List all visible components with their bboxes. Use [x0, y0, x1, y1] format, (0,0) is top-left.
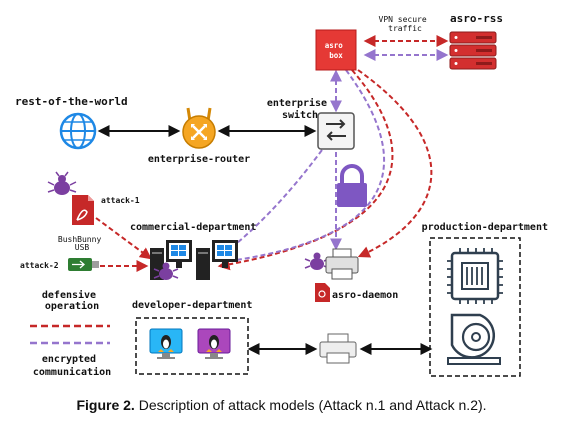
- attack-1-label: attack-1: [101, 196, 140, 205]
- legend: defensive operation encrypted communicat…: [30, 289, 111, 378]
- link-attack1-commercial: [95, 217, 152, 260]
- asro-rss-node[interactable]: asro-rss: [449, 12, 503, 70]
- asro-box-line2: box: [329, 51, 343, 60]
- lock-icon: [337, 164, 367, 207]
- asro-box-node[interactable]: asro box: [315, 29, 357, 71]
- usb-icon: [68, 258, 99, 271]
- enterprise-router-node[interactable]: enterprise-router: [148, 107, 250, 165]
- bushbunny-label: BushBunny USB: [58, 235, 106, 252]
- asro-daemon-label: asro-daemon: [332, 290, 398, 301]
- asro-box-line1: asro: [325, 41, 344, 50]
- legend-defensive-label: defensive operation: [42, 289, 102, 312]
- linux-monitor-icon: [149, 328, 183, 359]
- router-label: enterprise-router: [148, 153, 250, 165]
- commercial-computers[interactable]: [150, 240, 238, 280]
- production-department-label: production-department: [422, 221, 548, 233]
- computer-icon: [150, 240, 192, 280]
- printer-icon: [325, 248, 359, 280]
- pdf-file-icon: [72, 195, 94, 225]
- link-box-commercial-purple: [221, 69, 386, 263]
- legend-encrypted-label: encrypted communication: [33, 354, 111, 378]
- asro-daemon-node[interactable]: asro-daemon: [304, 248, 398, 302]
- rest-of-world-node[interactable]: rest-of-the-world: [15, 95, 128, 150]
- production-department-frame: [429, 237, 521, 377]
- asro-box-label: asro box: [325, 41, 348, 60]
- attack-2-node[interactable]: BushBunny USB attack-2: [20, 235, 106, 271]
- router-icon: [182, 107, 216, 149]
- bug-icon: [47, 171, 77, 195]
- enterprise-switch-node[interactable]: enterprise switch: [267, 97, 355, 150]
- link-box-daemon-red: [357, 69, 433, 258]
- link-box-commercial-red: [217, 69, 394, 271]
- developer-department-frame: [135, 317, 249, 375]
- asro-rss-label: asro-rss: [450, 12, 503, 25]
- attack-1-node[interactable]: attack-1: [47, 171, 140, 225]
- figure-caption: Figure 2. Description of attack models (…: [0, 397, 563, 413]
- daemon-file-icon: [315, 283, 330, 302]
- developer-department-node[interactable]: developer-department: [132, 300, 252, 375]
- caption-text: Description of attack models (Attack n.1…: [134, 397, 487, 413]
- computer-icon: [196, 240, 238, 280]
- commercial-department-label: commercial-department: [130, 221, 256, 233]
- attack-2-label: attack-2: [20, 261, 59, 270]
- bug-icon: [304, 252, 330, 270]
- cpu-chip-icon: [447, 248, 503, 304]
- bug-icon: [153, 262, 179, 280]
- rest-of-world-label: rest-of-the-world: [15, 95, 128, 108]
- globe-icon: [59, 112, 97, 150]
- linux-monitor-icon: [197, 328, 231, 359]
- caption-label: Figure 2.: [76, 397, 135, 413]
- printer-icon: [319, 333, 357, 364]
- turbine-icon: [447, 313, 501, 365]
- switch-label: enterprise switch: [267, 97, 333, 121]
- vpn-label: VPN secure traffic: [379, 15, 432, 33]
- link-switch-commercial: [216, 149, 323, 260]
- shared-printer-node[interactable]: [319, 333, 357, 364]
- developer-department-label: developer-department: [132, 300, 252, 311]
- connections: [95, 35, 449, 355]
- server-icon: [449, 31, 497, 70]
- production-department-node[interactable]: production-department: [422, 221, 548, 377]
- switch-icon: [317, 112, 355, 150]
